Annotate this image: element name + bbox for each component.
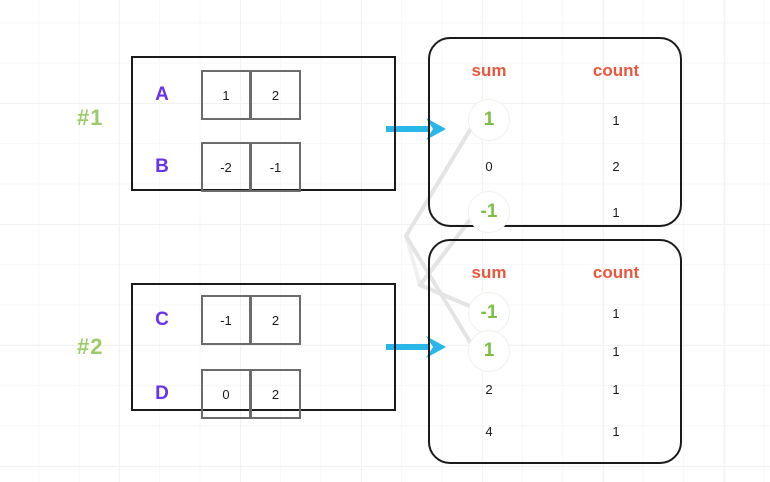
row-label-d: D: [155, 383, 169, 404]
highlight-bubble: 1: [468, 330, 510, 372]
column-header-sum: sum: [471, 263, 507, 282]
table-row: -1 1: [430, 292, 680, 334]
aggregate-panel-1: sum count 1 1 0 2 -1 1: [428, 37, 682, 233]
table-row: -1 1: [430, 189, 680, 235]
cell: -1: [251, 142, 301, 192]
highlight-bubble: -1: [468, 292, 510, 334]
sum-value-cell: 2: [485, 381, 493, 397]
row-cells: 0 2: [201, 369, 301, 419]
sum-value-cell: 1: [430, 99, 548, 141]
table-row: 1 1: [430, 97, 680, 143]
row-label-c: C: [155, 309, 169, 330]
cell: 2: [251, 70, 301, 120]
source-panel-1: A 1 2 B -2 -1: [131, 56, 396, 192]
table-row: 2 1: [430, 370, 680, 408]
aggregate-header-row: sum count: [430, 61, 680, 81]
cell: 1: [201, 70, 251, 120]
count-value-cell: 1: [612, 381, 620, 397]
count-value-cell: 1: [612, 305, 620, 321]
aggregate-header-row: sum count: [430, 263, 680, 283]
count-value-cell: 1: [612, 423, 620, 439]
row-cells: 1 2: [201, 70, 301, 120]
count-value-cell: 1: [612, 343, 620, 359]
aggregate-rows: -1 1 1 1 2 1 4 1: [430, 292, 680, 454]
cell: -1: [201, 295, 251, 345]
source-row: B -2 -1: [145, 142, 301, 192]
aggregate-panel-2: sum count -1 1 1 1 2 1 4 1: [428, 239, 682, 464]
table-row: 0 2: [430, 143, 680, 189]
sum-value-cell: 0: [485, 158, 493, 174]
group-label-1: #1: [77, 105, 104, 130]
count-value-cell: 1: [612, 112, 620, 128]
table-row: 1 1: [430, 330, 680, 372]
cell: 2: [251, 295, 301, 345]
cell: 0: [201, 369, 251, 419]
sum-value-cell: -1: [430, 191, 548, 233]
count-value-cell: 1: [612, 204, 620, 220]
column-header-count: count: [592, 61, 640, 80]
column-header-count: count: [592, 263, 640, 282]
sum-value-cell: 4: [485, 423, 493, 439]
aggregate-rows: 1 1 0 2 -1 1: [430, 97, 680, 235]
cell: 2: [251, 369, 301, 419]
row-cells: -2 -1: [201, 142, 301, 192]
row-label-b: B: [155, 156, 169, 177]
row-label-a: A: [155, 84, 169, 105]
cell: -2: [201, 142, 251, 192]
highlight-bubble: -1: [468, 191, 510, 233]
source-row: D 0 2: [145, 369, 301, 419]
group-label-2: #2: [77, 334, 104, 359]
row-cells: -1 2: [201, 295, 301, 345]
highlight-bubble: 1: [468, 99, 510, 141]
count-value-cell: 2: [612, 158, 620, 174]
source-row: C -1 2: [145, 295, 301, 345]
column-header-sum: sum: [471, 61, 507, 80]
table-row: 4 1: [430, 408, 680, 454]
sum-value-cell: -1: [430, 292, 548, 334]
sum-value-cell: 1: [430, 330, 548, 372]
source-panel-2: C -1 2 D 0 2: [131, 283, 396, 419]
source-row: A 1 2: [145, 70, 301, 120]
